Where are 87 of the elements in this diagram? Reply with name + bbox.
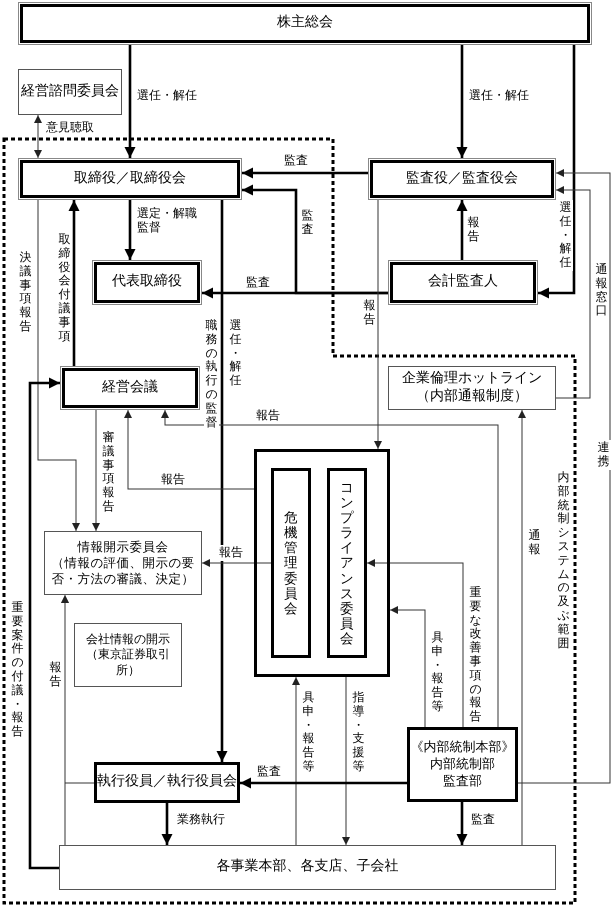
edge-label: 取締役会付議事項	[57, 232, 72, 344]
organization-box	[44, 531, 202, 595]
arrow	[456, 200, 468, 260]
edge-label: 具申・報告等	[430, 630, 446, 715]
edge-label: 決議事項報告	[18, 250, 34, 335]
edge-label: 報告	[255, 408, 281, 424]
arrow	[38, 200, 80, 532]
arrow	[538, 45, 576, 298]
node-subtitle: 監査部	[443, 772, 482, 790]
arrow	[240, 778, 407, 788]
organization-box	[74, 623, 182, 687]
edge-label: 選任・解任	[136, 88, 198, 104]
node-subtitle: 内部統制部	[430, 756, 495, 773]
node-title: 会計監査人	[428, 273, 498, 292]
node-title: 情報開示委員会	[78, 538, 168, 555]
organization-box	[18, 158, 242, 200]
arrow	[366, 559, 464, 728]
arrow	[456, 45, 468, 158]
edge-label: 連携	[596, 440, 612, 470]
edge-label: 業務執行	[176, 812, 226, 828]
organization-box	[388, 366, 556, 410]
edge-label: 報告	[362, 298, 378, 328]
organization-box	[18, 2, 592, 45]
edge-label: 選任・解任	[558, 200, 574, 271]
arrow	[390, 606, 426, 728]
node-title: コンプライアンス委員会	[340, 480, 354, 646]
node-title: 危機管理委員会	[284, 510, 298, 616]
node-title: 《内部統制本部》	[410, 739, 514, 756]
committee-group-frame	[254, 449, 390, 677]
double-arrow	[34, 114, 42, 158]
node-title: 経営諮問委員会	[21, 82, 119, 101]
node-title: 執行役員／執行役員会	[97, 773, 237, 792]
arrow	[61, 594, 94, 784]
node-title: 企業倫理ホットライン	[402, 370, 542, 388]
node-title: 経営会議	[102, 378, 158, 397]
node-title: 株主総会	[277, 14, 333, 32]
edge-label: 具申・報告等	[301, 690, 316, 775]
organization-box	[60, 366, 200, 410]
arrow	[124, 200, 136, 260]
node-title: 会社情報の開示	[86, 632, 170, 648]
node-subtitle: （情報の評価、開示の要否・方法の審議、決定）	[50, 554, 196, 588]
arrow	[124, 45, 136, 158]
arrow	[242, 168, 368, 178]
edge-label: 重要案件の付議・報告	[10, 600, 26, 740]
edge-label: 意見聴取	[45, 120, 95, 136]
arrow	[124, 410, 254, 490]
arrow	[242, 184, 388, 294]
edge-label: 選任・解任	[468, 88, 530, 104]
organization-box	[407, 727, 518, 802]
arrow	[161, 410, 498, 728]
edge-label: 審議事項報告	[101, 430, 116, 515]
node-title: 代表取締役	[112, 273, 182, 292]
arrow	[342, 676, 350, 846]
node-subtitle: （東京証券取引所）	[85, 647, 171, 678]
node-title: 各事業本部、各支店、子会社	[216, 858, 398, 876]
edge-label: 重要な改善事項の報告	[468, 585, 484, 725]
arrow	[68, 200, 80, 366]
organization-box	[94, 762, 240, 803]
arrow	[292, 676, 300, 846]
committee-box	[271, 468, 311, 658]
committee-box	[327, 468, 367, 658]
annotation-label: 職務の執行の監督	[204, 318, 220, 430]
region-label: 内部統制システムの及ぶ範囲	[556, 470, 572, 652]
organization-box	[368, 158, 556, 200]
edge-label: 報告	[160, 472, 186, 488]
arrow	[456, 802, 468, 845]
arrow	[216, 200, 228, 762]
arrow	[28, 378, 60, 870]
node-subtitle: （内部通報制度）	[416, 388, 528, 406]
arrow	[92, 410, 100, 532]
arrow	[202, 559, 272, 567]
arrow	[518, 169, 610, 784]
node-title: 監査役／監査役会	[406, 170, 518, 188]
node-title: 取締役／取締役会	[74, 170, 186, 188]
organization-box	[59, 845, 556, 890]
edge-label: 報告	[48, 660, 64, 690]
organization-box	[92, 260, 202, 305]
arrow	[374, 200, 382, 450]
edge-label: 報告	[466, 215, 482, 245]
arrow	[162, 803, 172, 845]
organization-box	[388, 260, 538, 305]
arrow	[518, 410, 526, 846]
arrow	[556, 186, 590, 398]
edge-label: 報告	[218, 545, 244, 561]
edge-label: 選任・解任	[228, 318, 244, 389]
edge-label: 指導・支援等	[351, 690, 366, 775]
organization-box	[18, 69, 122, 115]
